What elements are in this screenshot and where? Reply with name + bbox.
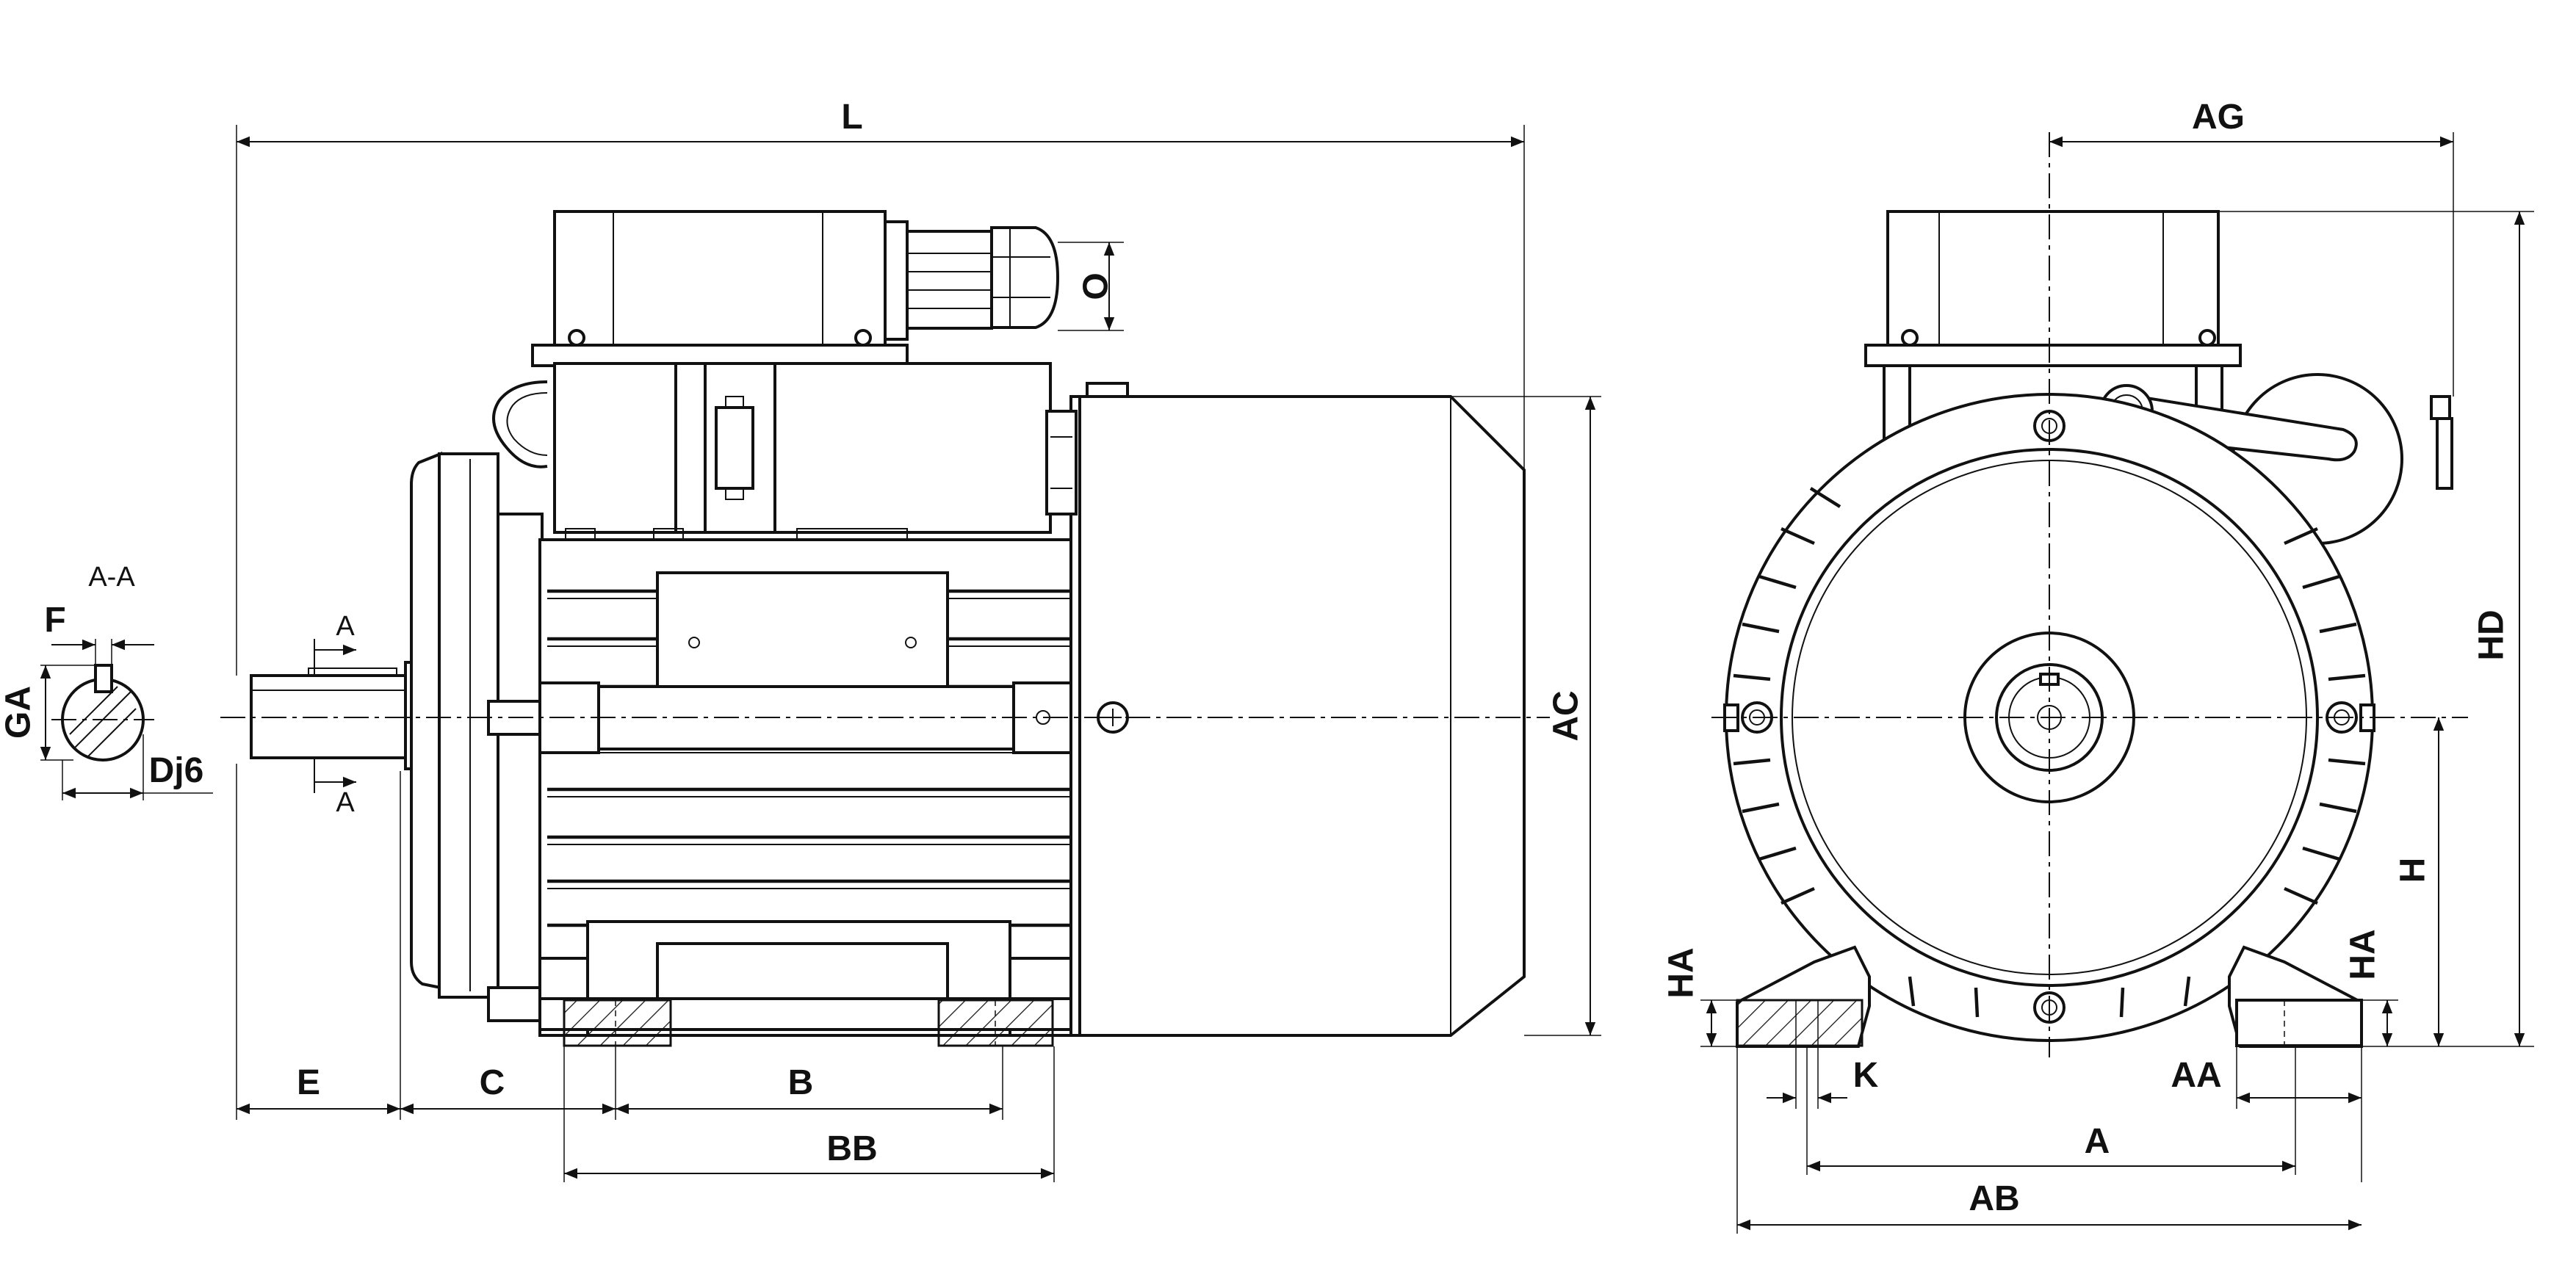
label-AA: AA	[2171, 1056, 2221, 1095]
shaft	[250, 661, 420, 770]
label-HA-left: HA	[1662, 947, 1701, 998]
section-mark-bottom: A	[336, 787, 355, 818]
label-H: H	[2394, 858, 2433, 883]
dim-AB: AB	[1736, 1046, 2362, 1234]
dim-AC: AC	[1451, 396, 1601, 1036]
feet	[563, 999, 1054, 1047]
label-AB: AB	[1969, 1179, 2019, 1218]
label-F: F	[44, 601, 65, 640]
dim-H: H	[2394, 717, 2445, 1046]
dim-O: O	[1058, 242, 1124, 331]
front-end-shield	[410, 452, 544, 1000]
terminal-box	[492, 210, 1078, 540]
side-view: A A L O AC	[220, 98, 1601, 1182]
dim-K: K	[1767, 1046, 1879, 1109]
stator-body	[487, 538, 1081, 1037]
dim-AG: AG	[2049, 98, 2454, 397]
label-E: E	[297, 1063, 320, 1102]
dim-L: L	[236, 98, 1525, 676]
label-K: K	[1853, 1056, 1879, 1095]
label-HD: HD	[2472, 609, 2511, 660]
label-GA: GA	[0, 686, 38, 739]
dim-HD: HD	[2218, 211, 2534, 1047]
front-view: AG HD H HA HA	[1662, 98, 2534, 1234]
front-feet	[1736, 945, 2363, 1048]
label-A: A	[2085, 1122, 2110, 1161]
section-mark-top: A	[336, 611, 355, 642]
fan-cover	[1069, 382, 1526, 1037]
label-HA-right: HA	[2344, 929, 2383, 980]
dim-bottom-side: E C B BB	[236, 764, 1055, 1182]
label-D: Dj6	[149, 751, 204, 790]
label-AG: AG	[2192, 98, 2245, 137]
label-L: L	[841, 98, 862, 137]
dim-AA: AA	[2171, 1046, 2362, 1182]
dim-A: A	[1806, 1046, 2296, 1175]
section-title: A-A	[88, 562, 135, 593]
shaft-section-AA: A-A F GA Dj6	[0, 562, 213, 800]
dim-HA-right: HA	[2344, 929, 2398, 1046]
dim-HA-left: HA	[1662, 947, 1737, 1047]
label-B: B	[788, 1063, 814, 1102]
label-C: C	[480, 1063, 505, 1102]
label-O: O	[1077, 272, 1116, 300]
label-BB: BB	[826, 1129, 877, 1168]
label-AC: AC	[1547, 690, 1586, 741]
